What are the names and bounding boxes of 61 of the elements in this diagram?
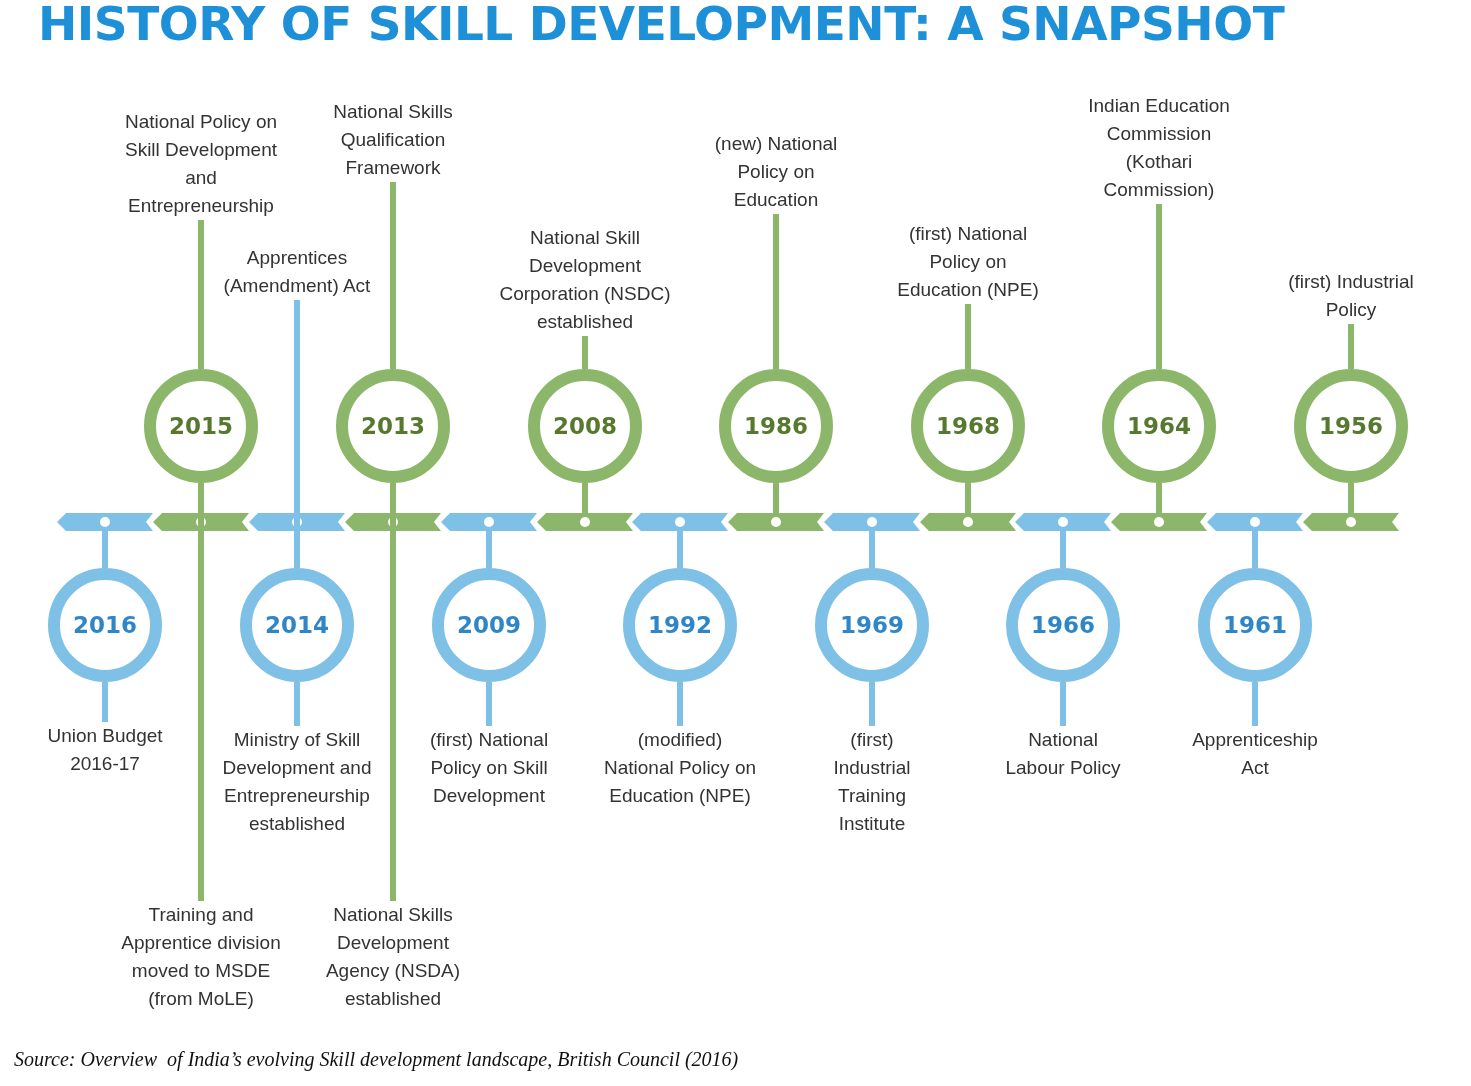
year-label: 1968: [935, 412, 1001, 441]
year-label: 1986: [743, 412, 809, 441]
year-label: 2015: [168, 412, 234, 441]
event-label: National Labour Policy: [1003, 726, 1123, 782]
year-label: 2016: [72, 611, 138, 640]
event-label: (first) Industrial Training Institute: [812, 726, 932, 838]
connector-line: [102, 682, 108, 722]
year-label: 1966: [1030, 611, 1096, 640]
connector-line: [1348, 324, 1354, 369]
event-label: National Policy on Skill Development and Entrepreneurship: [113, 108, 289, 220]
year-circle: [1294, 369, 1408, 483]
event-label: (modified) National Policy on Education (NPE): [602, 726, 758, 810]
event-label: (first) National Policy on Education (NPE): [893, 220, 1043, 304]
year-circle: [1006, 568, 1120, 682]
year-circle: [432, 568, 546, 682]
event-label: (first) Industrial Policy: [1266, 268, 1436, 324]
event-label: Ministry of Skill Development and Entrepreneurship established: [212, 726, 382, 838]
year-circle: [528, 369, 642, 483]
connector-line: [773, 214, 779, 369]
year-label: 2008: [552, 412, 618, 441]
connector-line: [965, 304, 971, 369]
year-label: 1969: [839, 611, 905, 640]
event-label: Training and Apprentice division moved to MSDE (from MoLE): [111, 901, 291, 1013]
year-circle: [1102, 369, 1216, 483]
connector-line: [677, 682, 683, 726]
year-label: 2009: [456, 611, 522, 640]
connector-line: [1156, 204, 1162, 369]
event-label: Apprentices (Amendment) Act: [222, 244, 372, 300]
event-label: Apprenticeship Act: [1185, 726, 1325, 782]
year-label: 1961: [1222, 611, 1288, 640]
connector-line: [1252, 682, 1258, 726]
event-label: Indian Education Commission (Kothari Commission): [1079, 92, 1239, 204]
event-label: National Skills Development Agency (NSDA) established: [315, 901, 471, 1013]
diagram-title: HISTORY OF SKILL DEVELOPMENT: A SNAPSHOT: [38, 0, 1285, 51]
connector-line: [582, 336, 588, 369]
connector-line: [294, 682, 300, 726]
year-label: 1956: [1318, 412, 1384, 441]
source-caption: Source: Overview of India’s evolving Skill development landscape, British Council (2016): [14, 1048, 739, 1071]
event-label: (first) National Policy on Skill Development: [419, 726, 559, 810]
year-circle: [623, 568, 737, 682]
connector-line: [1060, 682, 1066, 726]
year-circle: [240, 568, 354, 682]
year-label: 2014: [264, 611, 330, 640]
event-label: National Skills Qualification Framework: [318, 98, 468, 182]
year-circle: [911, 369, 1025, 483]
year-label: 2013: [360, 412, 426, 441]
connector-line: [198, 220, 204, 369]
year-circle: [1198, 568, 1312, 682]
year-label: 1992: [647, 611, 713, 640]
connector-line: [390, 182, 396, 369]
year-circle: [336, 369, 450, 483]
year-label: 1964: [1126, 412, 1192, 441]
event-label: (new) National Policy on Education: [706, 130, 846, 214]
year-circle: [48, 568, 162, 682]
year-circle: [719, 369, 833, 483]
year-circle: [144, 369, 258, 483]
year-circle: [815, 568, 929, 682]
event-label: National Skill Development Corporation (NSDC) established: [485, 224, 685, 336]
connector-line: [869, 682, 875, 726]
event-label: Union Budget 2016-17: [35, 722, 175, 778]
connector-line: [486, 682, 492, 726]
